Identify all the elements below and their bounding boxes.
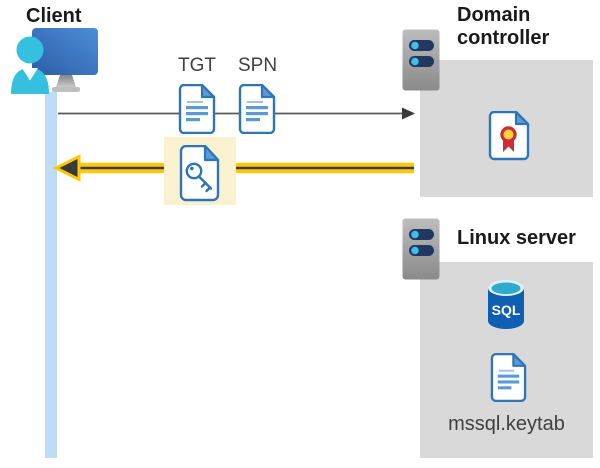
domain-controller-title: Domain controller [457, 4, 550, 49]
tgt-document-icon [178, 84, 216, 134]
key-document-icon [178, 145, 221, 202]
linux-server-title: Linux server [457, 227, 576, 249]
client-user-workstation-icon [8, 26, 108, 96]
spn-label: SPN [238, 55, 278, 76]
keytab-file-label: mssql.keytab [448, 413, 565, 435]
spn-document-icon [238, 84, 276, 134]
monitor-icon [32, 28, 98, 92]
client-title: Client [26, 5, 82, 27]
linux-server-server-icon [402, 218, 440, 280]
sql-database-icon: SQL [486, 279, 526, 331]
certificate-icon [487, 111, 531, 161]
keytab-document-icon [490, 353, 527, 402]
domain-controller-server-icon [402, 29, 440, 91]
key-icon [185, 162, 213, 193]
tgt-label: TGT [178, 55, 216, 76]
arrow-right-icon [58, 107, 415, 120]
arrow-left-icon [52, 154, 414, 182]
user-icon [11, 36, 49, 94]
sql-database-label: SQL [492, 302, 521, 318]
client-connection-bar [45, 92, 57, 458]
